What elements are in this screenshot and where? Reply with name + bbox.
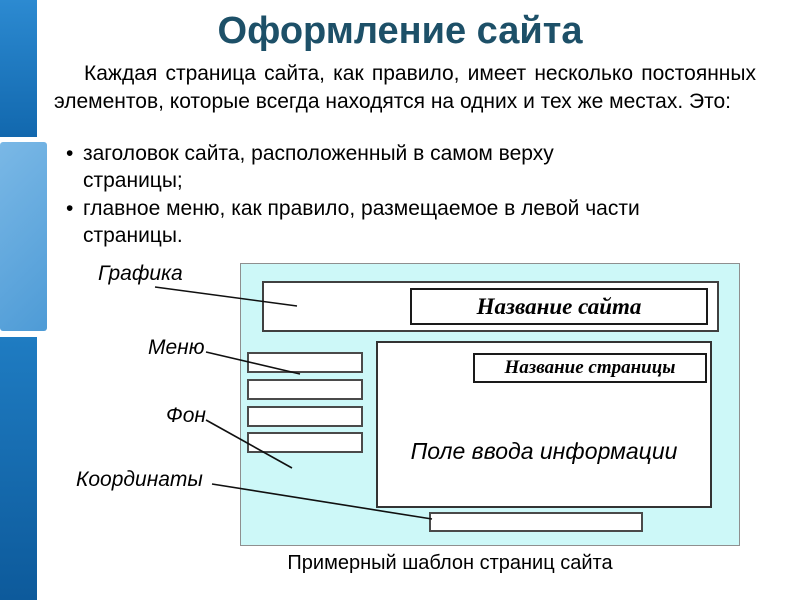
left-accent-bar-bottom [0, 337, 37, 600]
menu-item-placeholder [247, 432, 363, 453]
slide-title: Оформление сайта [217, 10, 583, 52]
input-field-label: Поле ввода информации [410, 438, 678, 464]
label-graphics: Графика [98, 262, 183, 285]
site-template-diagram: Название сайта Название страницы Поле вв… [240, 263, 740, 546]
bullet-item-site-header: заголовок сайта, расположенный в самом в… [66, 140, 716, 195]
label-menu: Меню [148, 336, 205, 359]
coordinates-placeholder [429, 512, 643, 532]
label-background: Фон [166, 404, 206, 427]
left-accent-square [0, 142, 47, 331]
page-title-box: Название страницы [473, 353, 707, 383]
left-accent-bar-top [0, 0, 37, 137]
site-header-area: Название сайта [262, 281, 719, 332]
bullet-item-main-menu: главное меню, как правило, размещаемое в… [66, 195, 716, 250]
diagram-caption: Примерный шаблон страниц сайта [287, 552, 613, 574]
menu-item-placeholder [247, 406, 363, 427]
menu-item-placeholder [247, 352, 363, 373]
intro-paragraph: Каждая страница сайта, как правило, имее… [54, 62, 756, 113]
label-coordinates: Координаты [76, 468, 203, 491]
site-title-box: Название сайта [410, 288, 708, 325]
menu-item-placeholder [247, 379, 363, 400]
bullet-list: заголовок сайта, расположенный в самом в… [66, 140, 716, 249]
content-area: Название страницы Поле ввода информации [376, 341, 712, 508]
